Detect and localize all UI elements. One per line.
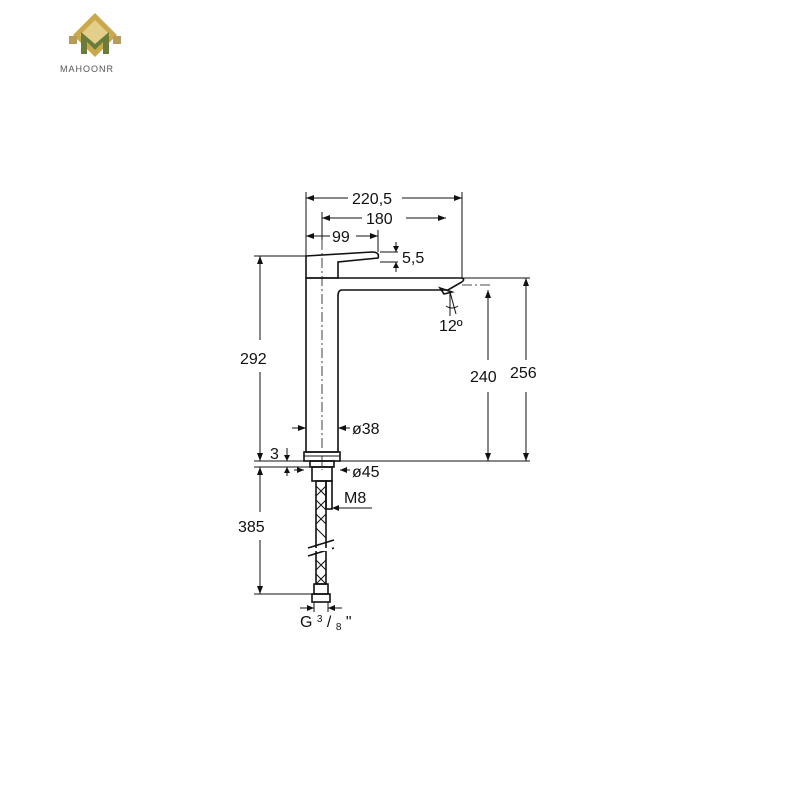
brand-logo-text: MAHOONR: [60, 64, 114, 74]
svg-text:G 3 / 8: G 3 / 8 ": [300, 609, 352, 634]
label-outlet-height: 240: [470, 369, 497, 386]
label-hose-connection-num: 3: [317, 614, 323, 625]
label-base-diameter: ø45: [352, 464, 380, 481]
label-hose-connection-suffix: ": [346, 614, 352, 631]
dim-base-thickness: 3: [268, 446, 310, 476]
label-hose-connection-den: 8: [336, 622, 342, 633]
dim-handle-length: 99: [306, 229, 379, 252]
brand-logo: [55, 8, 145, 78]
dim-hose-length: 385: [238, 466, 316, 595]
dim-spout-reach: 180: [321, 211, 446, 240]
dim-spout-angle: 12º: [439, 291, 463, 335]
dim-base-diameter: ø45: [294, 464, 380, 481]
dim-spout-height: 256: [462, 277, 537, 461]
label-handle-height: 5,5: [402, 250, 424, 267]
label-hose-connection-prefix: G: [300, 614, 312, 631]
label-spout-reach: 180: [366, 211, 393, 228]
dim-outlet-height: 240: [338, 290, 530, 462]
diamond-m-logo-icon: [69, 13, 121, 57]
label-handle-length: 99: [332, 229, 350, 246]
label-total-height: 292: [240, 351, 267, 368]
dim-hose-connection: G 3 / 8 ": [300, 602, 352, 634]
dim-body-diameter: ø38: [292, 421, 380, 438]
dim-handle-height: 5,5: [380, 242, 424, 272]
dim-overall-reach: 220,5: [305, 191, 463, 278]
center-lines: [321, 240, 490, 470]
dim-thread: M8: [332, 490, 372, 511]
label-hose-length: 385: [238, 519, 265, 536]
label-spout-height: 256: [510, 365, 537, 382]
label-spout-angle: 12º: [439, 318, 463, 335]
label-hose-connection-slash: /: [327, 614, 332, 631]
label-overall-reach: 220,5: [352, 191, 392, 208]
dim-total-height: 292: [240, 255, 306, 462]
label-body-diameter: ø38: [352, 421, 380, 438]
label-base-thickness: 3: [270, 446, 279, 463]
label-thread: M8: [344, 490, 366, 507]
faucet-outline: [303, 251, 465, 603]
